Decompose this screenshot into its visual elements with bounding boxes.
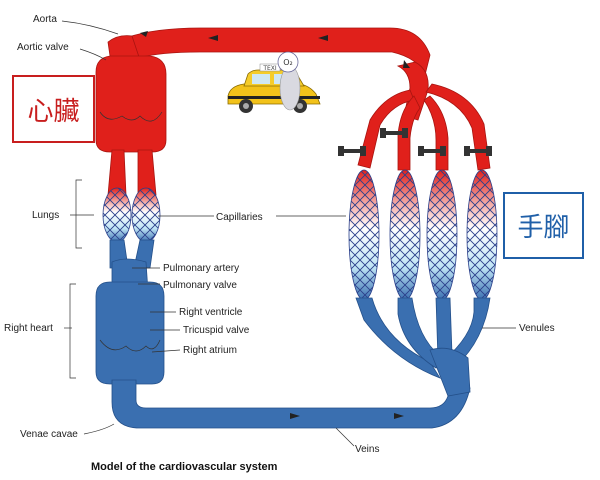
label-right-ventricle: Right ventricle — [179, 307, 243, 318]
right-heart — [95, 281, 165, 385]
label-right-heart: Right heart — [4, 323, 53, 334]
lung-capillaries — [102, 187, 161, 243]
aorta-vessel — [119, 27, 431, 77]
arteriole-valves — [338, 128, 492, 156]
label-pulmonary-artery: Pulmonary artery — [163, 263, 239, 274]
diagram-title: Model of the cardiovascular system — [91, 461, 278, 473]
label-lungs: Lungs — [32, 210, 59, 221]
venous-system — [95, 239, 491, 429]
label-aortic-valve: Aortic valve — [17, 42, 69, 53]
label-aorta: Aorta — [33, 14, 57, 25]
taxi-illustration — [227, 51, 321, 113]
label-right-atrium: Right atrium — [183, 345, 237, 356]
label-venules: Venules — [519, 323, 555, 334]
taxi-sign-text: TEXI — [262, 65, 277, 72]
limbs-annotation-text: 手腳 — [517, 213, 570, 243]
arterial-system — [95, 27, 491, 196]
heart-annotation-box: 心臟 — [12, 75, 95, 143]
label-tricuspid-valve: Tricuspid valve — [183, 325, 250, 336]
systemic-capillaries — [348, 169, 498, 301]
oxygen-label: O₂ — [283, 58, 293, 67]
label-veins: Veins — [355, 444, 379, 455]
label-capillaries: Capillaries — [216, 212, 263, 223]
limbs-annotation-box: 手腳 — [503, 192, 584, 259]
label-leaders — [61, 20, 516, 447]
vein-flow-arrows — [290, 413, 404, 419]
aorta-flow-arrows — [140, 31, 410, 68]
label-pulmonary-valve: Pulmonary valve — [163, 280, 237, 291]
left-heart — [95, 55, 167, 153]
heart-annotation-text: 心臟 — [27, 96, 80, 127]
label-venae-cavae: Venae cavae — [20, 429, 78, 440]
